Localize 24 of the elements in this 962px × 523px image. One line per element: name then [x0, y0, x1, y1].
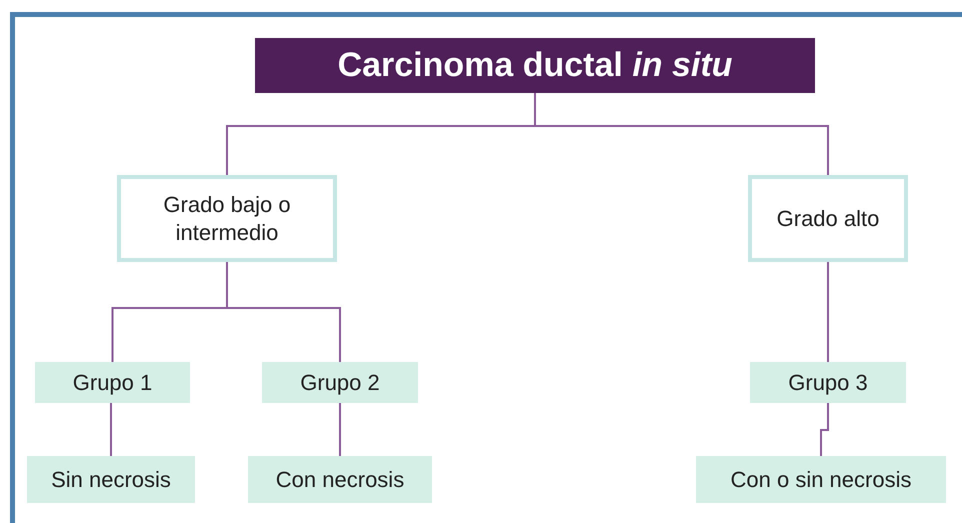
- connector-line: [110, 403, 112, 456]
- node-label: Grupo 1: [72, 368, 152, 396]
- node-label: Sin necrosis: [51, 466, 171, 494]
- connector-line: [339, 403, 341, 456]
- node-label: Grupo 2: [300, 368, 380, 396]
- node-label: Grupo 3: [788, 368, 868, 396]
- connector-line: [820, 403, 829, 456]
- node-label: Con o sin necrosis: [730, 466, 912, 494]
- node-label: Grado bajo o intermedio: [162, 191, 292, 246]
- node-label: Grado alto: [776, 204, 880, 232]
- node-label: Con necrosis: [276, 466, 404, 494]
- title-box: [255, 38, 815, 93]
- connector-line: [226, 262, 341, 362]
- group-box: [750, 362, 906, 403]
- outcome-box: [248, 456, 432, 503]
- category-box: [748, 175, 908, 262]
- outcome-box: [696, 456, 946, 503]
- connector-line: [827, 262, 829, 362]
- outcome-box: [27, 456, 195, 503]
- connector-line: [534, 93, 829, 175]
- title-text: Carcinoma ductal in situ: [338, 45, 732, 86]
- group-box: [262, 362, 418, 403]
- group-box: [35, 362, 190, 403]
- category-box: [117, 175, 337, 262]
